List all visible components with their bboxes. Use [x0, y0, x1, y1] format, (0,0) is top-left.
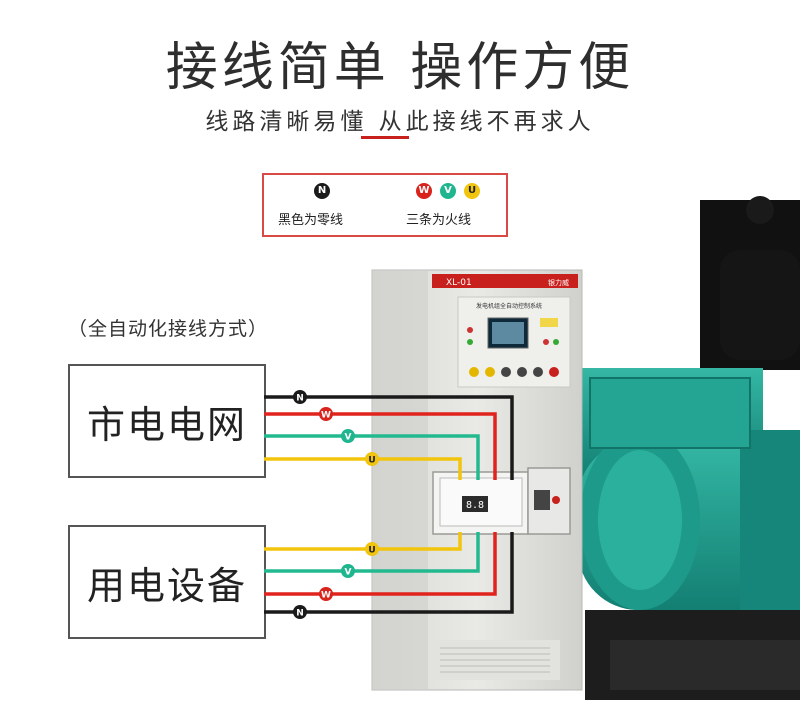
wire-marker-bottom-w — [319, 587, 333, 601]
wire-marker-text-top-u: U — [368, 456, 375, 466]
wire-top-v — [264, 434, 480, 480]
wire-marker-text-bottom-u: U — [368, 546, 375, 556]
page-subtitle: 线路清晰易懂 从此接线不再求人 — [205, 109, 595, 135]
load-box: 用电设备 — [68, 525, 266, 639]
wire-color-legend: N 黑色为零线 W V U 三条为火线 — [262, 173, 508, 237]
wire-bottom-w — [264, 532, 497, 596]
wire-top-n — [264, 395, 514, 480]
page-title: 接线简单 操作方便 — [165, 38, 635, 98]
wire-marker-text-bottom-n: N — [296, 609, 304, 619]
switch-display: 8.8 — [466, 500, 484, 511]
wires: N W V U U V W N — [264, 390, 514, 619]
panel-title: 发电机组全自动控制系统 — [476, 302, 542, 310]
live-symbol-v: V — [440, 183, 456, 199]
neutral-label: 黑色为零线 — [278, 213, 344, 228]
cabinet-brand: 银力威 — [548, 278, 569, 287]
live-symbol-w: W — [416, 183, 432, 199]
wire-marker-text-top-n: N — [296, 394, 304, 404]
subtitle-underline — [361, 136, 409, 139]
wire-marker-top-w — [319, 407, 333, 421]
generator — [578, 196, 800, 700]
wire-marker-text-top-w: W — [321, 411, 331, 421]
wire-marker-text-bottom-v: V — [345, 568, 352, 578]
wire-marker-bottom-u — [365, 542, 379, 556]
wire-marker-top-u — [365, 452, 379, 466]
wire-top-u — [264, 457, 462, 480]
wire-bottom-v — [264, 532, 480, 573]
wire-top-w — [264, 412, 497, 480]
wire-marker-bottom-v — [341, 564, 355, 578]
wire-marker-bottom-n — [293, 605, 307, 619]
live-symbol-u: U — [464, 183, 480, 199]
live-label: 三条为火线 — [406, 213, 472, 228]
wire-marker-top-n — [293, 390, 307, 404]
wire-marker-top-v — [341, 429, 355, 443]
neutral-symbol: N — [314, 183, 330, 199]
wire-bottom-n — [264, 532, 514, 614]
wire-marker-text-bottom-w: W — [321, 591, 331, 601]
wire-marker-text-top-v: V — [345, 433, 352, 443]
grid-box: 市电电网 — [68, 364, 266, 478]
cabinet-model: XL-01 — [446, 278, 472, 288]
wire-bottom-u — [264, 532, 462, 551]
wiring-mode-label: （全自动化接线方式） — [68, 318, 269, 340]
